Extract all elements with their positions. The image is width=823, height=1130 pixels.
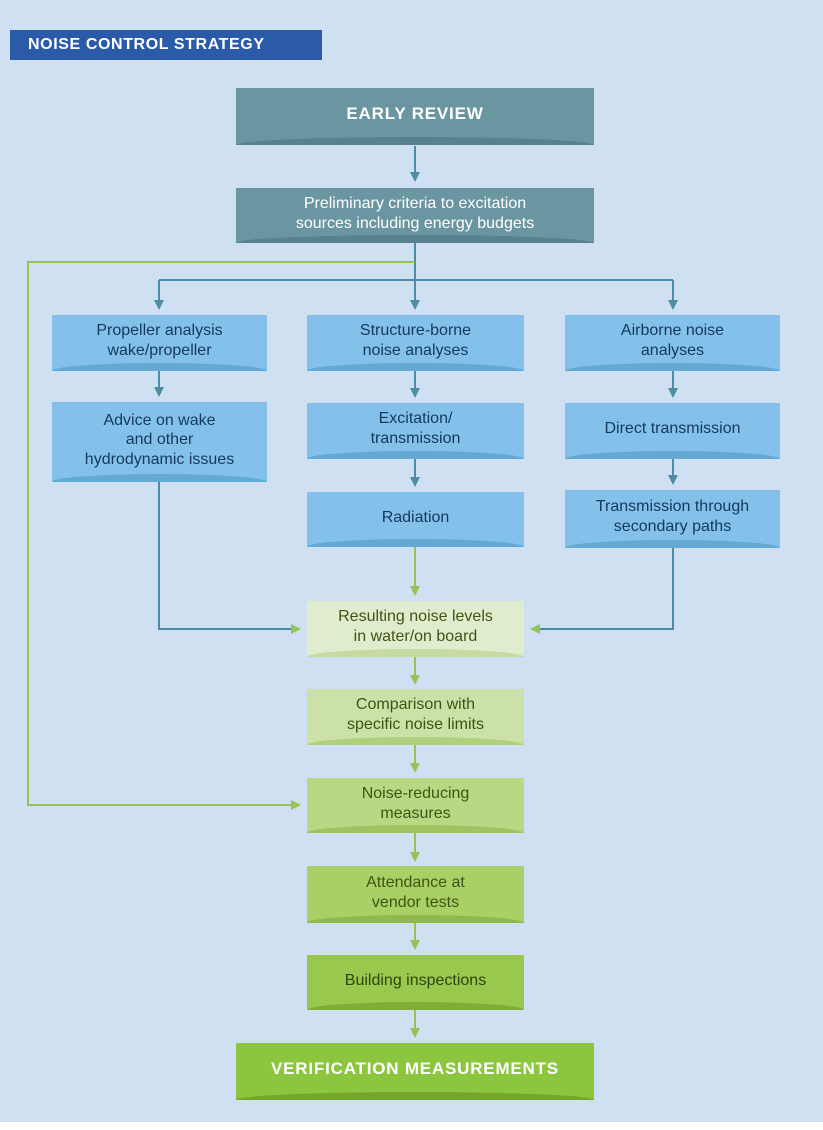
node-secondary-paths: Transmission through secondary paths <box>565 490 780 548</box>
node-noise-reducing: Noise-reducing measures <box>307 778 524 833</box>
node-preliminary-criteria: Preliminary criteria to excitation sourc… <box>236 188 594 243</box>
node-propeller-analysis: Propeller analysis wake/propeller <box>52 315 267 371</box>
connector-secondary-to-resulting <box>530 548 674 634</box>
node-excitation-transmission: Excitation/ transmission <box>307 403 524 459</box>
node-resulting-levels: Resulting noise levels in water/on board <box>307 601 524 657</box>
node-comparison-limits: Comparison with specific noise limits <box>307 689 524 745</box>
connector-advice-to-resulting <box>158 482 301 634</box>
node-airborne-noise: Airborne noise analyses <box>565 315 780 371</box>
node-radiation: Radiation <box>307 492 524 547</box>
connector-bypass-to-noise-reducing <box>27 261 415 810</box>
node-structure-borne: Structure-borne noise analyses <box>307 315 524 371</box>
node-early-review: EARLY REVIEW <box>236 88 594 145</box>
node-advice-on-wake: Advice on wake and other hydrodynamic is… <box>52 402 267 482</box>
node-attendance-vendor-tests: Attendance at vendor tests <box>307 866 524 923</box>
node-direct-transmission: Direct transmission <box>565 403 780 459</box>
node-building-inspections: Building inspections <box>307 955 524 1010</box>
title-badge: NOISE CONTROL STRATEGY <box>10 30 322 60</box>
node-verification-measurements: VERIFICATION MEASUREMENTS <box>236 1043 594 1100</box>
bottom-margin-strip <box>0 1122 823 1130</box>
